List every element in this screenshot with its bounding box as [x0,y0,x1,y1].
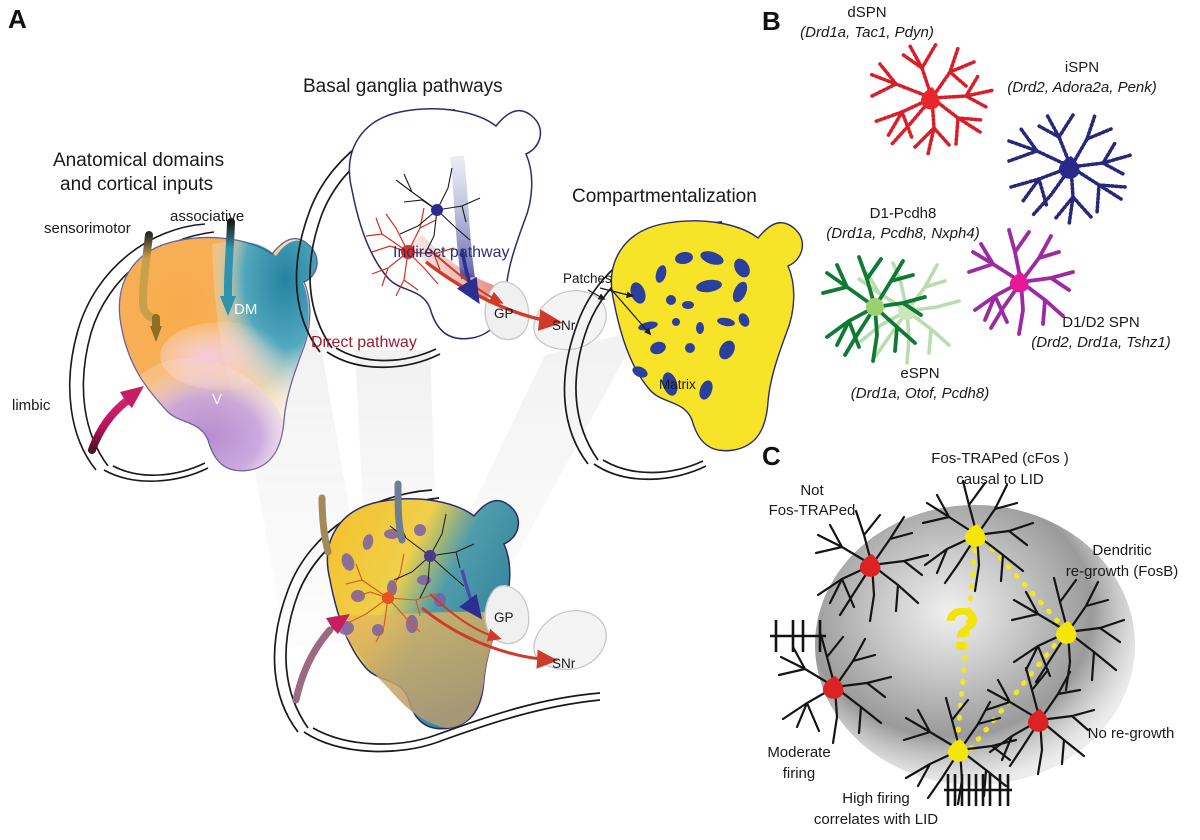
panel-a-letter: A [8,4,27,34]
ispn-neuron-pathways [395,167,481,253]
striatum-pathways [348,108,542,340]
d1d2-genes: (Drd2, Drd1a, Tshz1) [1031,334,1171,351]
espn-genes: (Drd1a, Otof, Pcdh8) [851,385,989,402]
composite-direct-gp [429,593,502,642]
espn-name: eSPN [900,365,939,382]
panel-b: B dSPN (Drd1a, Tac1, Pdyn) [762,4,1171,402]
subpanel-compartmentalization: Compartmentalization [563,186,804,481]
high-firing-line1: High firing [842,790,910,807]
direct-arrow-snr [424,260,563,331]
neuron-fos-trapped [921,479,1035,593]
ispn-genes: (Drd2, Adora2a, Penk) [1007,79,1157,96]
regrowth-line2: re-growth (FosB) [1066,563,1179,580]
link-right-to-bottom [965,633,1065,755]
striatum-halo [815,505,1135,785]
label-dm: DM [234,301,257,318]
moderate-firing-train [770,620,826,652]
domains-title-line2: and cortical inputs [60,174,213,195]
neuron-no-regrowth [984,666,1096,776]
subpanel-basal-ganglia-pathways: Basal ganglia pathways [295,76,607,369]
dspn-neuron-pathways [365,207,455,297]
composite-cortical-inputs [292,480,406,704]
label-snr-composite: SNr [552,656,576,671]
patches-pointers [587,287,652,336]
label-indirect-pathway: Indirect pathway [393,244,510,261]
d1pcdh8-name: D1-Pcdh8 [870,205,937,222]
not-trapped-line1: Not [800,482,824,499]
panel-a: A Anatomical domains and cortical inputs [8,4,804,753]
pathways-title: Basal ganglia pathways [303,76,503,97]
neuron-moderate-firing [777,633,893,745]
snr-shape [533,290,607,351]
label-direct-pathway: Direct pathway [311,334,417,351]
striatum-domains [118,236,318,472]
indirect-arrow-gp [456,249,480,305]
compartments-title: Compartmentalization [572,186,757,207]
not-trapped-line2: Fos-TRAPed [769,502,856,519]
trapped-line1: Fos-TRAPed (cFos ) [931,450,1069,467]
ispn-arbor [1007,113,1133,227]
label-limbic: limbic [12,397,51,414]
composite-indirect-gp [459,569,483,620]
high-firing-train [944,774,1012,806]
link-top-to-right [981,537,1067,631]
regrowth-line1: Dendritic [1092,542,1152,559]
patch-blobs [630,251,750,400]
moderate-line1: Moderate [767,744,830,761]
d1pcdh8-genes: (Drd1a, Pcdh8, Nxph4) [826,225,979,242]
subpanel-composite-striatum: GP SNr [273,480,607,753]
composite-direct-snr [421,606,558,669]
dspn-name: dSPN [847,4,886,21]
panel-c-letter: C [762,441,781,471]
label-snr-pathways: SNr [552,318,576,333]
question-mark: ? [944,596,981,663]
composite-ispn-neuron [389,513,475,599]
link-top-to-bottom [954,535,979,748]
panel-c-annotations: Not Fos-TRAPed Fos-TRAPed (cFos ) causal… [767,450,1178,828]
d1d2-arbor [967,228,1075,336]
cell-type-d1-pcdh8: D1-Pcdh8 (Drd1a, Pcdh8, Nxph4) eSPN (Drd… [821,205,989,402]
label-gp-pathways: GP [494,306,514,321]
label-associative: associative [170,208,244,225]
no-regrowth-label: No re-growth [1088,725,1175,742]
neuron-dendritic-regrowth [1010,576,1126,692]
trapped-line2: causal to LID [956,471,1044,488]
cell-type-ispn: iSPN (Drd2, Adora2a, Penk) [1007,59,1157,227]
label-gp-composite: GP [494,610,514,625]
label-sensorimotor: sensorimotor [44,220,131,237]
dspn-arbor [868,42,996,156]
trapped-links [954,535,1067,755]
label-matrix: Matrix [659,377,696,392]
high-firing-line2: correlates with LID [814,811,938,828]
subpanel-anatomical-domains: Anatomical domains and cortical inputs D… [12,150,318,482]
panel-c-neurons [777,479,1126,806]
panel-c: C ? [762,441,1178,828]
espn-arbor-dark [821,255,927,363]
dspn-genes: (Drd1a, Tac1, Pdyn) [800,24,934,41]
label-patches: Patches [563,271,612,286]
composite-dspn-neuron [345,553,437,643]
cell-type-dspn: dSPN (Drd1a, Tac1, Pdyn) [800,4,996,156]
ispn-name: iSPN [1065,59,1099,76]
d1d2-name: D1/D2 SPN [1062,314,1140,331]
label-v: V [212,391,222,408]
moderate-line2: firing [783,765,816,782]
panel-b-letter: B [762,6,781,36]
domains-title-line1: Anatomical domains [53,150,224,171]
neuron-not-trapped [814,509,930,623]
cell-type-d1d2-spn: D1/D2 SPN (Drd2, Drd1a, Tshz1) [967,228,1171,351]
cortical-input-tracts [88,218,236,454]
